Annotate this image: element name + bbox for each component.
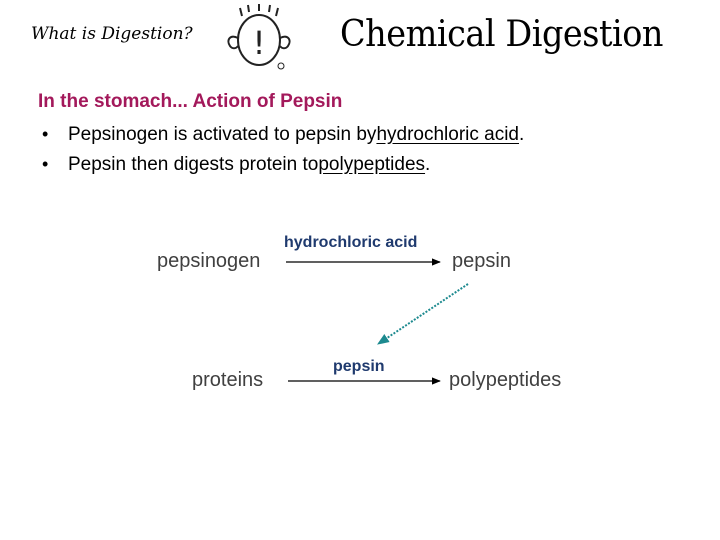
- product-pepsin: pepsin: [452, 250, 511, 272]
- condition-hydrochloric-acid: hydrochloric acid: [284, 234, 418, 251]
- exclamation-face-logo: !: [227, 4, 291, 70]
- bullet-dot: •: [42, 154, 49, 174]
- bullet-text-after: .: [425, 154, 431, 175]
- bullet-text-after: .: [519, 124, 525, 145]
- bullet-text-underlined: hydrochloric acid: [376, 124, 520, 145]
- bullet-text-underlined: polypeptides: [318, 154, 426, 175]
- product-polypeptides: polypeptides: [449, 369, 562, 391]
- slide-title: Chemical Digestion: [340, 14, 664, 55]
- bullet-item: • Pepsinogen is activated to pepsin by h…: [42, 124, 524, 146]
- exclamation-mark: !: [253, 24, 266, 62]
- bullet-text-before: Pepsinogen is activated to pepsin by: [68, 124, 377, 145]
- reactant-pepsinogen: pepsinogen: [157, 250, 261, 272]
- link-arrow-dashed: [377, 283, 469, 345]
- bullet-dot: •: [42, 124, 49, 144]
- bullet-text-before: Pepsin then digests protein to: [68, 154, 319, 175]
- section-title: What is Digestion?: [31, 24, 193, 44]
- reactant-proteins: proteins: [192, 369, 264, 391]
- condition-pepsin: pepsin: [333, 358, 385, 375]
- bullet-item: • Pepsin then digests protein to polypep…: [42, 154, 430, 176]
- subheading: In the stomach... Action of Pepsin: [38, 91, 343, 112]
